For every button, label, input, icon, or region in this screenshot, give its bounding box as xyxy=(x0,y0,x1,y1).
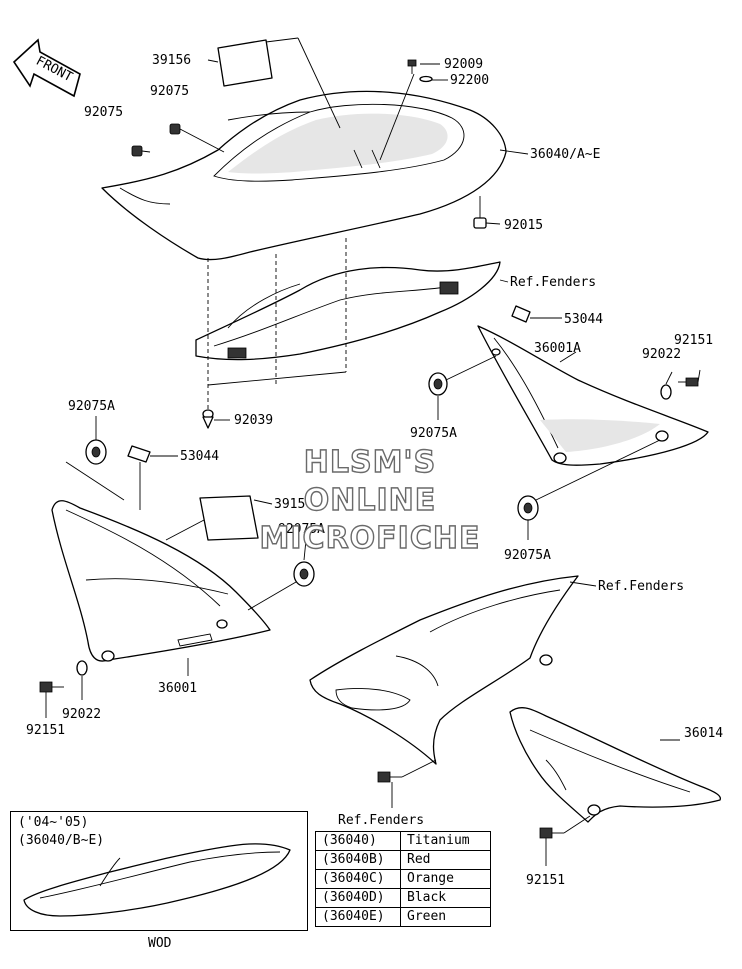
spacer-53044-left-icon xyxy=(127,445,151,463)
inset-panel xyxy=(10,811,308,931)
clip-92039-icon xyxy=(202,409,214,429)
table-row: (36040) Titanium xyxy=(315,831,491,851)
callout-39156-top: 39156 xyxy=(152,53,191,68)
washer-92022-right-icon xyxy=(660,384,672,400)
color-name-cell: Red xyxy=(400,850,491,870)
chain-guard-36014 xyxy=(509,706,722,823)
color-name-cell: Black xyxy=(400,888,491,908)
bolt-92151-right-icon xyxy=(678,377,699,387)
nut-92075b-icon xyxy=(131,145,143,157)
color-name-cell: Titanium xyxy=(400,831,491,851)
inset-years-label: ('04~'05) xyxy=(18,815,89,830)
callout-92075A-mid: 92075A xyxy=(410,426,457,441)
color-name-cell: Orange xyxy=(400,869,491,889)
callout-ref-fenders-3: Ref.Fenders xyxy=(338,813,424,828)
table-row: (36040E) Green xyxy=(315,907,491,927)
grommet-92075A-center-icon xyxy=(293,561,315,587)
label-sticker-mid xyxy=(199,495,259,541)
callout-92022-right: 92022 xyxy=(642,347,681,362)
watermark-line3: MICROFICHE xyxy=(260,521,481,556)
grommet-92075A-right-mid-icon xyxy=(428,372,448,396)
callout-92009: 92009 xyxy=(444,57,483,72)
washer-92022-left-icon xyxy=(76,660,88,676)
table-row: (36040D) Black xyxy=(315,888,491,908)
inset-caption: WOD xyxy=(148,936,172,951)
watermark-line1: HLSM'S xyxy=(304,445,436,480)
grommet-92075A-left-icon xyxy=(85,439,107,465)
side-cover-36001 xyxy=(51,500,271,662)
part-code-cell: (36040E) xyxy=(315,907,401,927)
inset-models-label: (36040/B~E) xyxy=(18,833,105,848)
bolt-92009-icon xyxy=(407,59,417,74)
callout-92015: 92015 xyxy=(504,218,543,233)
label-sticker-top xyxy=(217,39,273,87)
color-variant-table: (36040) Titanium (36040B) Red (36040C) O… xyxy=(315,831,491,927)
callout-39156-mid: 39156 xyxy=(274,497,313,512)
callout-92075A-right: 92075A xyxy=(504,548,551,563)
callout-92151-bottom: 92151 xyxy=(526,873,565,888)
bolt-92151-bottom-icon xyxy=(539,827,564,839)
callout-36040: 36040/A~E xyxy=(530,147,600,162)
callout-92022-left: 92022 xyxy=(62,707,101,722)
callout-ref-fenders-2: Ref.Fenders xyxy=(598,579,684,594)
color-name-cell: Green xyxy=(400,907,491,927)
front-arrow-icon: FRONT xyxy=(12,38,81,98)
seat-cowl-36040 xyxy=(101,90,507,261)
callout-36001A: 36001A xyxy=(534,341,581,356)
part-code-cell: (36040) xyxy=(315,831,401,851)
callout-92151-left: 92151 xyxy=(26,723,65,738)
leader-lines xyxy=(45,37,701,866)
clip-92200-icon xyxy=(419,75,433,83)
callout-92075-a: 92075 xyxy=(150,84,189,99)
callout-92200: 92200 xyxy=(450,73,489,88)
part-code-cell: (36040C) xyxy=(315,869,401,889)
nut-92075-icon xyxy=(169,123,181,135)
callout-92039: 92039 xyxy=(234,413,273,428)
bolt-92151-left-icon xyxy=(39,681,64,693)
inset-seat-cowl xyxy=(23,843,291,917)
callout-ref-fenders-1: Ref.Fenders xyxy=(510,275,596,290)
callout-53044-right: 53044 xyxy=(564,312,603,327)
callout-92075A-left: 92075A xyxy=(68,399,115,414)
callout-92075A-center: 92075A xyxy=(278,522,325,537)
callout-36001: 36001 xyxy=(158,681,197,696)
callout-92075-b: 92075 xyxy=(84,105,123,120)
lower-fender-assembly xyxy=(309,575,579,765)
rear-fender-undertray xyxy=(195,261,501,361)
part-code-cell: (36040B) xyxy=(315,850,401,870)
callout-92151-right: 92151 xyxy=(674,333,713,348)
spacer-53044-right-icon xyxy=(511,305,531,323)
bolt-ref-fenders-icon xyxy=(377,771,402,783)
part-code-cell: (36040D) xyxy=(315,888,401,908)
watermark-line2: ONLINE xyxy=(304,483,437,518)
grommet-92075A-lower-icon xyxy=(517,495,539,521)
callout-53044-left: 53044 xyxy=(180,449,219,464)
table-row: (36040C) Orange xyxy=(315,869,491,889)
side-cover-36001A xyxy=(477,325,709,466)
grommet-92015-icon xyxy=(473,217,487,229)
callout-36014: 36014 xyxy=(684,726,723,741)
table-row: (36040B) Red xyxy=(315,850,491,870)
